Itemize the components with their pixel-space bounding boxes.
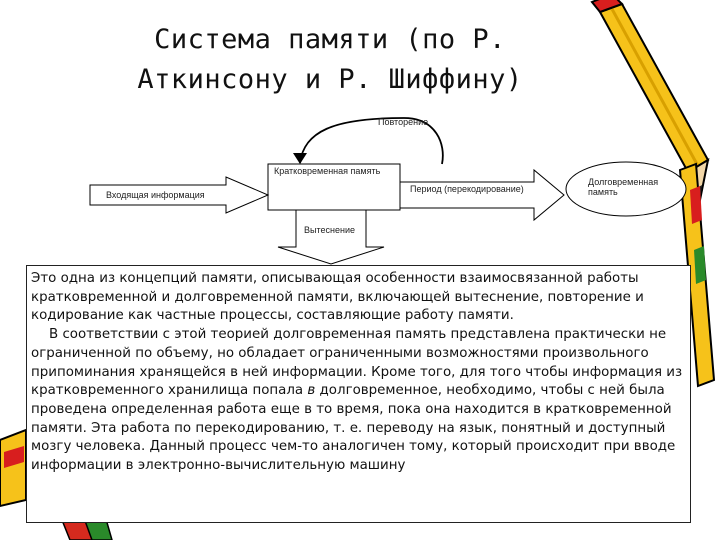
title-line-1: Система памяти (по Р. xyxy=(95,20,565,60)
title-line-2: Аткинсону и Р. Шиффину) xyxy=(95,60,565,100)
description-textbox: Это одна из концепций памяти, описывающа… xyxy=(26,265,691,523)
incoming-info-label: Входящая информация xyxy=(106,190,205,200)
long-term-memory-label: Долговременная память xyxy=(588,177,666,197)
displacement-arrow xyxy=(278,210,384,264)
paragraph-1: Это одна из концепций памяти, описывающа… xyxy=(31,270,684,326)
slide-title: Система памяти (по Р. Аткинсону и Р. Шиф… xyxy=(95,20,565,100)
transfer-label: Период (перекодирование) xyxy=(410,184,524,194)
short-term-memory-label: Кратковременная память xyxy=(274,166,380,176)
displacement-label: Вытеснение xyxy=(304,225,355,235)
paragraph-2: В соответствии с этой теорией долговреме… xyxy=(31,326,684,476)
transfer-arrow xyxy=(400,170,564,220)
crayon-left-icon xyxy=(0,430,26,506)
repetition-arrowhead xyxy=(293,153,307,164)
repetition-label: Повторение xyxy=(378,117,428,127)
